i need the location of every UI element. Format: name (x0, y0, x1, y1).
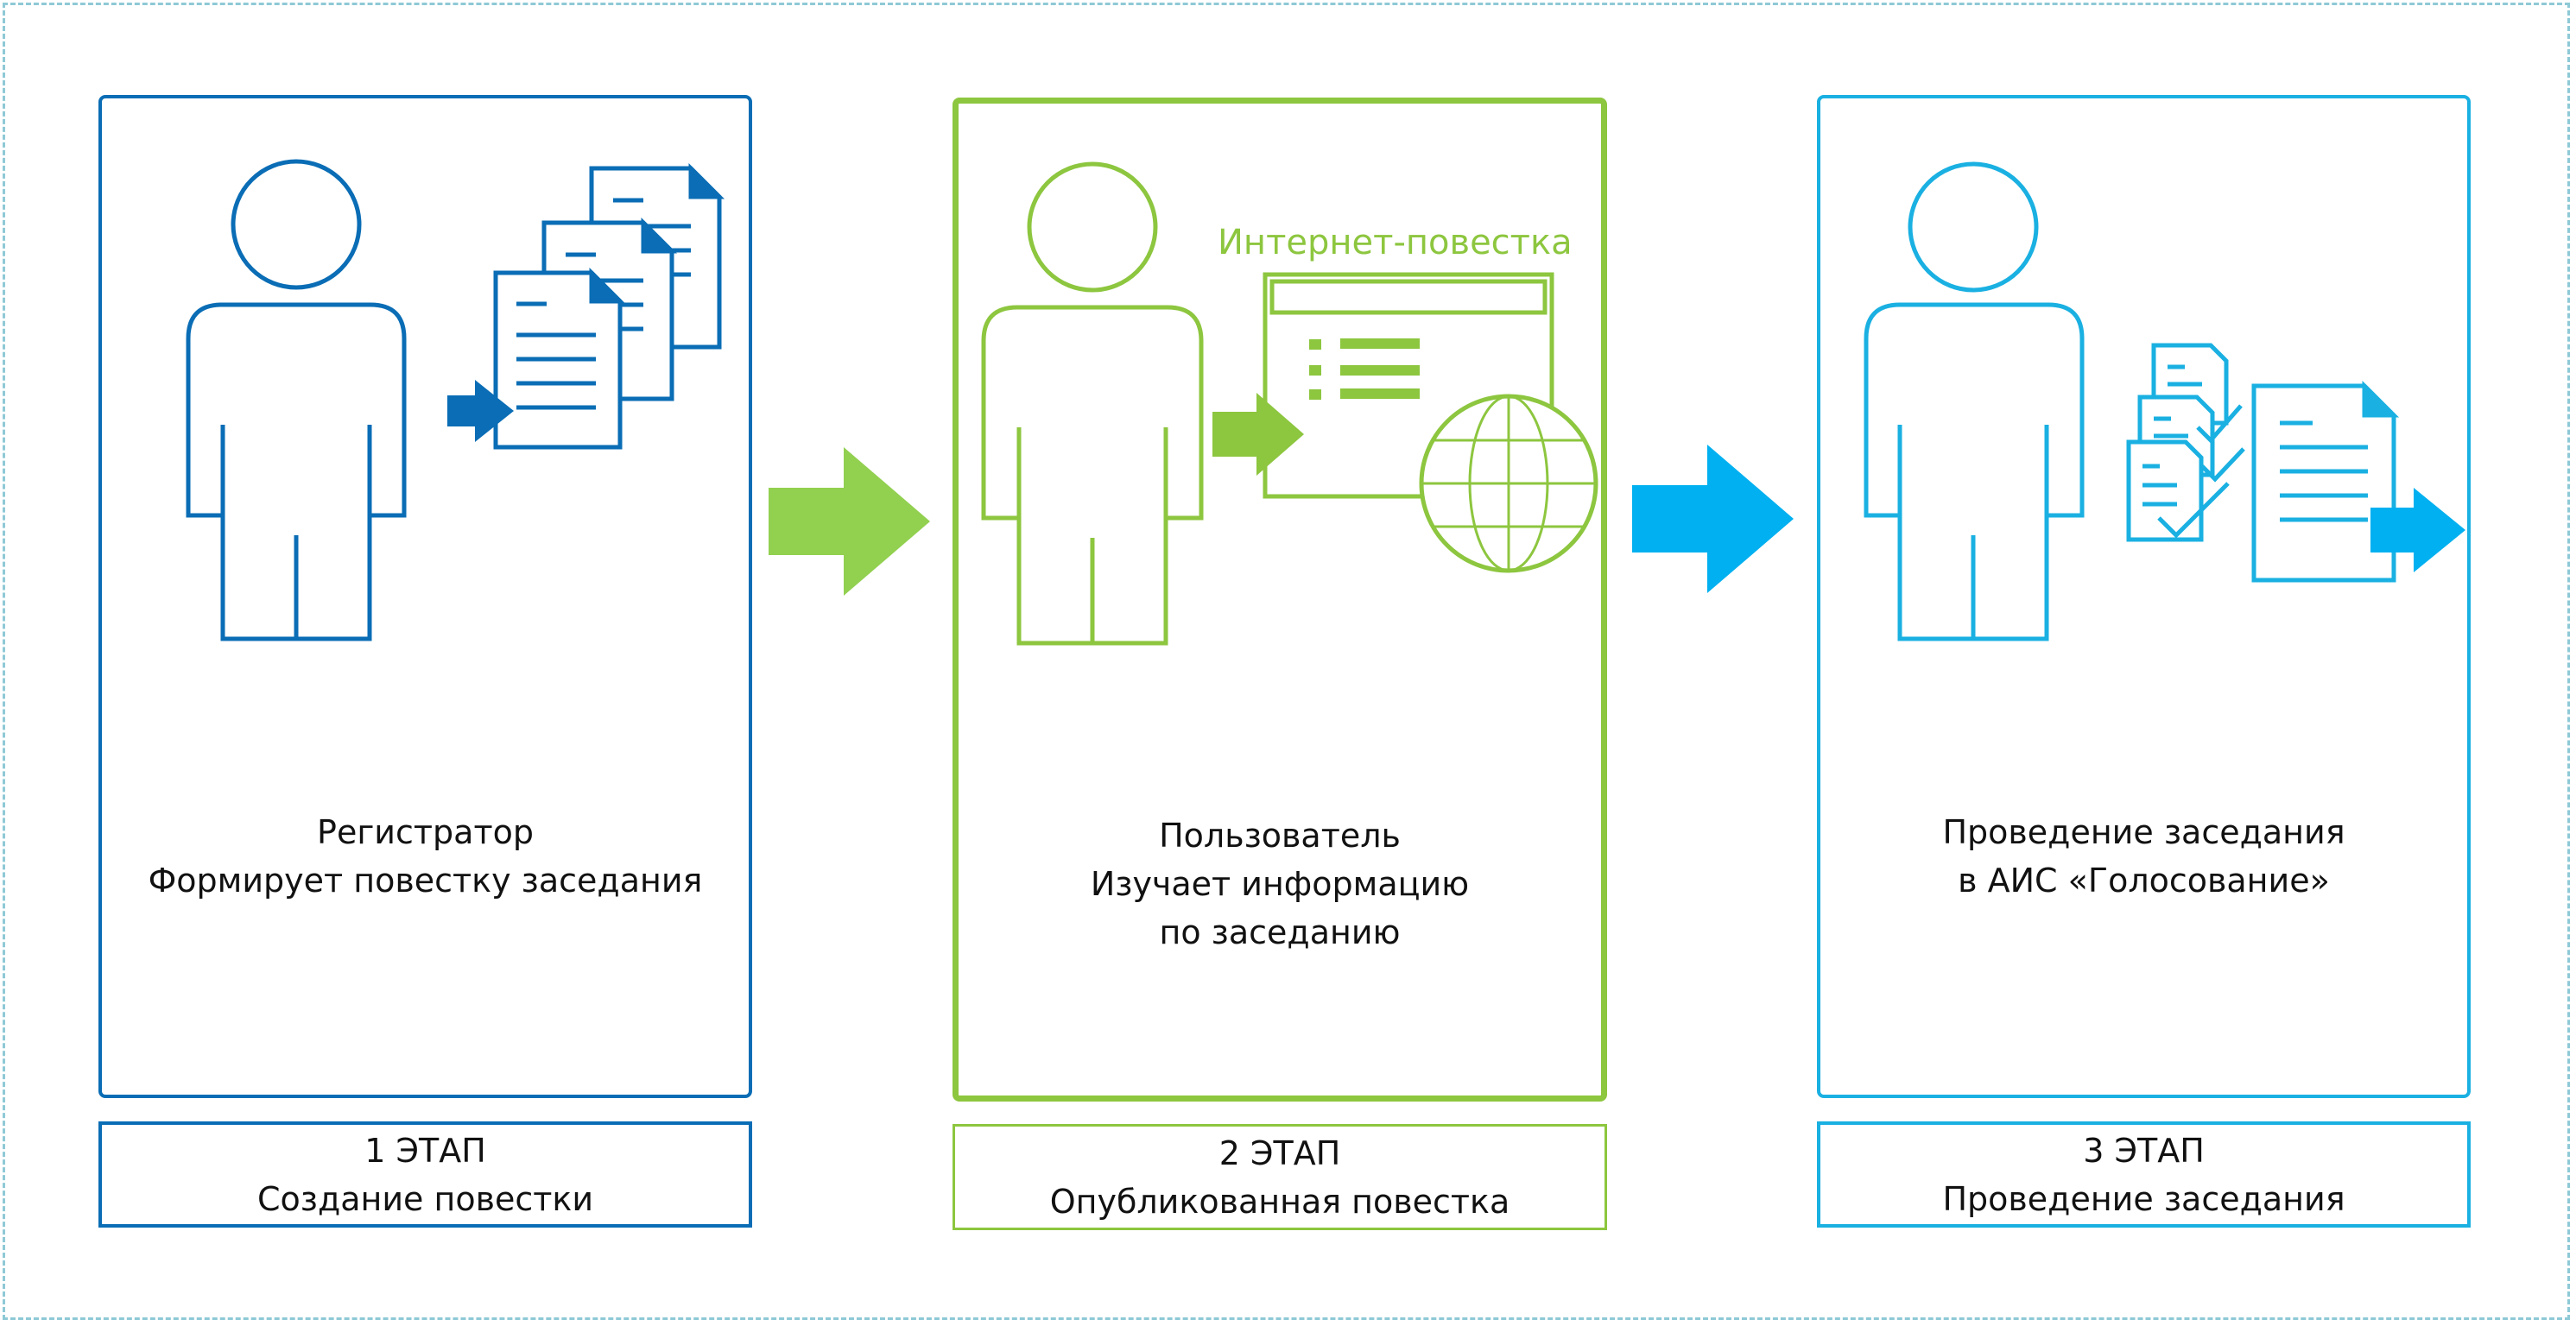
web-page-globe-icon (1263, 272, 1598, 573)
diagram-frame (3, 3, 2570, 1320)
stage-1-description: Регистратор Формирует повестку заседания (98, 808, 752, 905)
description-line: Изучает информацию (1090, 865, 1470, 903)
stage-name: Создание повестки (256, 1179, 594, 1218)
stage-1-label: 1 ЭТАП Создание повестки (98, 1121, 752, 1228)
stage-number: 2 ЭТАП (1218, 1133, 1341, 1172)
documents-stack-icon (493, 162, 725, 450)
description-line: Регистратор (317, 813, 534, 851)
stage-number: 3 ЭТАП (2083, 1131, 2205, 1170)
stage-number: 1 ЭТАП (364, 1131, 486, 1170)
small-arrow-icon (2370, 488, 2465, 572)
checked-documents-icon (2126, 343, 2400, 583)
description-line: Проведение заседания (1942, 813, 2345, 851)
small-arrow-icon (447, 380, 514, 442)
big-arrow-1-icon (769, 447, 930, 596)
description-line: Пользователь (1159, 817, 1401, 855)
web-agenda-label: Интернет-повестка (1218, 223, 1573, 262)
stage-2-description: Пользователь Изучает информацию по засед… (953, 811, 1607, 957)
stage-name: Проведение заседания (1942, 1179, 2345, 1218)
stage-2-panel (953, 98, 1607, 1102)
description-line: в АИС «Голосование» (1958, 862, 2330, 900)
description-line: по заседанию (1159, 913, 1401, 951)
person-icon (1864, 161, 2085, 641)
big-arrow-2-icon (1632, 445, 1794, 593)
stage-3-panel (1817, 95, 2471, 1098)
stage-name: Опубликованная повестка (1049, 1182, 1510, 1221)
stage-3-label: 3 ЭТАП Проведение заседания (1817, 1121, 2471, 1228)
person-icon (981, 161, 1204, 646)
small-arrow-icon (1212, 393, 1304, 476)
description-line: Формирует повестку заседания (148, 862, 703, 900)
stage-2-label: 2 ЭТАП Опубликованная повестка (953, 1124, 1607, 1230)
person-icon (186, 159, 407, 641)
stage-3-description: Проведение заседания в АИС «Голосование» (1817, 808, 2471, 905)
stage-1-panel (98, 95, 752, 1098)
